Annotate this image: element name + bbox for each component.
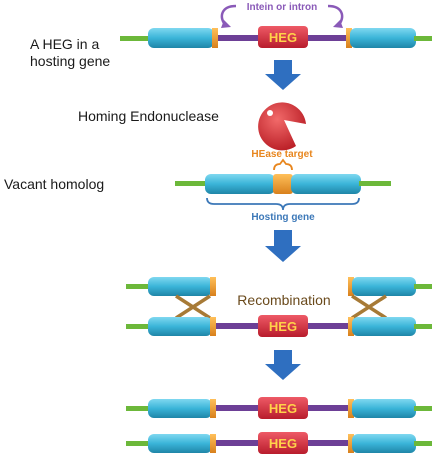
exon-right [352, 399, 416, 418]
hosting-gene-label: Hosting gene [251, 212, 315, 223]
crossover-right [351, 294, 387, 320]
intein-arrowhead-right [333, 20, 343, 28]
insert-bottom-right [308, 323, 348, 329]
flank-right [414, 36, 432, 41]
exon-bottom-left [148, 317, 212, 336]
intein-or-intron-label: Intein or intron [247, 2, 318, 13]
exon-bottom-right [352, 317, 416, 336]
down-arrow-3 [265, 350, 301, 380]
label-heg-line2: hosting gene [30, 53, 111, 69]
down-arrow-1 [265, 60, 301, 90]
heg-box-recombination [258, 315, 308, 337]
heg-box-result-2 [258, 432, 308, 454]
insert-bottom-left [216, 323, 258, 329]
exon-right [352, 434, 416, 453]
flank-bottom-right [414, 324, 432, 329]
label-homing-endonuclease: Homing Endonuclease [78, 108, 219, 124]
flank-right [414, 406, 432, 411]
junction-right [348, 434, 354, 453]
heg-label-recombination: HEG [269, 319, 297, 334]
exon-top-right [352, 277, 416, 296]
intein-arrowhead-left [221, 20, 231, 28]
flank-left [120, 36, 150, 41]
heg-label: HEG [269, 30, 297, 45]
insert-right [308, 440, 348, 446]
row-vacant-homolog: HEase target Hosting gene [175, 149, 391, 223]
heg-box [258, 26, 308, 48]
junction-left [210, 434, 216, 453]
crossover-left [175, 294, 211, 320]
exon-left [148, 434, 212, 453]
insert-left [218, 35, 258, 41]
flank-left [175, 181, 207, 186]
hease-target-brace [273, 158, 293, 171]
junction-right [346, 28, 352, 48]
row-result-1: HEG [126, 397, 432, 419]
flank-right [414, 441, 432, 446]
junction-left [210, 399, 216, 418]
flank-top-right [414, 284, 432, 289]
junction-left [212, 28, 218, 48]
row-heg-in-host: HEG Intein or intron [120, 2, 432, 48]
insert-left [216, 405, 258, 411]
flank-right [359, 181, 391, 186]
insert-right [308, 35, 346, 41]
junction-top-right [348, 277, 354, 296]
junction-bottom-right [348, 317, 354, 336]
heg-box-result-1 [258, 397, 308, 419]
exon-right [291, 174, 361, 194]
flank-bottom-left [126, 324, 150, 329]
down-arrow-2 [265, 230, 301, 262]
exon-top-left [148, 277, 212, 296]
exon-left [148, 28, 214, 48]
exon-left [205, 174, 275, 194]
label-heg-line1: A HEG in a [30, 36, 100, 52]
recombination-label: Recombination [237, 292, 330, 308]
insert-right [308, 405, 348, 411]
hosting-gene-brace [206, 197, 360, 211]
flank-left [126, 406, 150, 411]
flank-left [126, 441, 150, 446]
row-recombination: Recombination HEG [126, 277, 432, 337]
heg-label-result-1: HEG [269, 401, 297, 416]
homing-endonuclease-icon [258, 102, 306, 151]
junction-top-left [210, 277, 216, 296]
hease-target-label: HEase target [251, 149, 313, 160]
junction-bottom-left [210, 317, 216, 336]
pacman-eye [267, 110, 273, 116]
exon-right [350, 28, 416, 48]
row-result-2: HEG [126, 432, 432, 454]
insert-left [216, 440, 258, 446]
flank-top-left [126, 284, 150, 289]
exon-left [148, 399, 212, 418]
label-vacant-homolog: Vacant homolog [4, 176, 105, 192]
hease-target-site [273, 174, 293, 194]
heg-label-result-2: HEG [269, 436, 297, 451]
junction-right [348, 399, 354, 418]
label-heg-in-hosting-gene: A HEG in a hosting gene [30, 36, 110, 70]
